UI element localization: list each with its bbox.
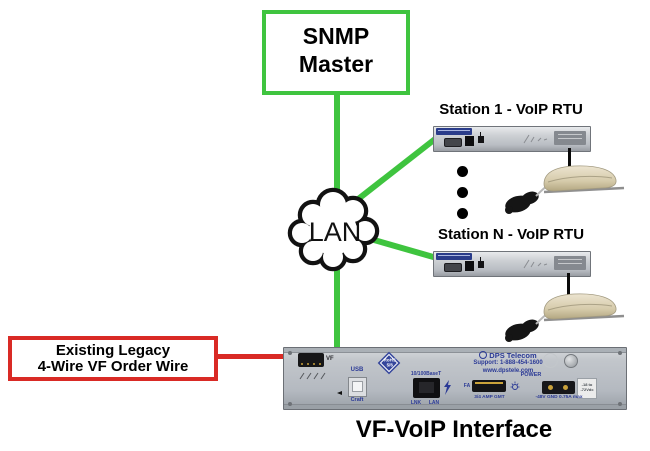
screw-icon bbox=[288, 402, 292, 406]
indicator-ring-icon bbox=[543, 353, 558, 368]
snmp-master-line2: Master bbox=[298, 51, 374, 77]
dps-branding: DPS Telecom Support: 1-888-454-1600 www.… bbox=[452, 351, 564, 375]
station1-phone-cord bbox=[568, 148, 571, 171]
interface-title: VF-VoIP Interface bbox=[355, 416, 553, 443]
ellipsis-dot-icon bbox=[457, 208, 468, 219]
power-rating: -48V GND 0.75A max bbox=[535, 395, 583, 400]
station1-telephone-handset-icon bbox=[505, 165, 625, 214]
panel-bottom-edge bbox=[284, 404, 626, 409]
stationN-telephone-handset-icon bbox=[505, 293, 625, 342]
station1-rtu-device bbox=[433, 126, 591, 152]
fuse-holder bbox=[472, 380, 506, 392]
screw-icon bbox=[618, 351, 622, 355]
rtu-logo-script-icon bbox=[523, 134, 548, 144]
rtu-logo-script-icon bbox=[523, 259, 548, 269]
voltage-line2: -72Vdc bbox=[580, 387, 594, 392]
vf-terminal-block bbox=[298, 353, 324, 367]
ethernet-rj45-port bbox=[413, 378, 440, 398]
link-lan-to-interface bbox=[334, 260, 340, 348]
stationN-phone-cord bbox=[567, 273, 570, 297]
lan-port-label: LAN bbox=[428, 400, 440, 406]
voltage-line1: -18 to bbox=[581, 382, 593, 387]
rj45-jack-icon bbox=[465, 261, 474, 271]
snmp-master-line1: SNMP bbox=[302, 23, 370, 49]
db9-connector-icon bbox=[444, 138, 462, 147]
rtu-brand-badge bbox=[436, 128, 472, 135]
screw-icon bbox=[288, 351, 292, 355]
ethernet-label: 10/100BaseT bbox=[410, 371, 442, 377]
link-legacy-to-interface bbox=[214, 354, 300, 359]
reset-button-icon bbox=[564, 354, 578, 368]
ellipsis-dot-icon bbox=[457, 187, 468, 198]
rtu-model-badge bbox=[554, 131, 586, 145]
support-text: Support: 1-888-454-1600 bbox=[473, 360, 543, 366]
screw-icon bbox=[618, 402, 622, 406]
vf-pinout-icon bbox=[299, 372, 326, 380]
legacy-line2: 4-Wire VF Order Wire bbox=[37, 358, 189, 375]
rtu-brand-badge bbox=[436, 253, 472, 260]
website-text: www.dpstele.com bbox=[482, 367, 534, 374]
rohs-line2: 5/6 bbox=[386, 362, 393, 368]
craft-arrow-icon bbox=[337, 391, 342, 395]
craft-label: Craft bbox=[350, 397, 364, 403]
rj45-jack-icon bbox=[465, 136, 474, 146]
dps-logo-icon bbox=[479, 351, 488, 359]
small-connector-icon bbox=[478, 257, 484, 268]
stationN-rtu-device bbox=[433, 251, 591, 277]
stationN-label: Station N - VoIP RTU bbox=[437, 226, 585, 243]
db9-connector-icon bbox=[444, 263, 462, 272]
legacy-orderwire-box: Existing Legacy 4-Wire VF Order Wire bbox=[8, 336, 218, 381]
power-connector bbox=[542, 381, 575, 394]
lnk-label: LNK bbox=[410, 400, 422, 406]
station1-label: Station 1 - VoIP RTU bbox=[439, 101, 583, 118]
lightning-icon bbox=[444, 380, 451, 395]
rohs-badge: RoHS 5/6 bbox=[377, 351, 401, 375]
fuse-rating: 3/4 AMP GMT bbox=[474, 395, 505, 400]
power-label: POWER bbox=[520, 372, 542, 378]
link-snmp-to-lan bbox=[334, 85, 340, 195]
lan-cloud-label: LAN bbox=[309, 217, 362, 247]
small-connector-icon bbox=[478, 132, 484, 143]
panel-top-edge bbox=[284, 348, 626, 353]
usb-craft-port bbox=[348, 377, 367, 397]
vf-port-label: VF bbox=[326, 356, 334, 362]
rtu-model-badge bbox=[554, 256, 586, 270]
usb-label: USB bbox=[350, 367, 364, 373]
snmp-master-box: SNMP Master bbox=[262, 10, 410, 95]
vf-voip-interface-device: VF USB Craft RoHS 5/6 10/100BaseT LNK LA… bbox=[283, 347, 627, 410]
ellipsis-dot-icon bbox=[457, 166, 468, 177]
voltage-range-box: -18 to -72Vdc bbox=[577, 378, 597, 399]
legacy-line1: Existing Legacy bbox=[55, 342, 171, 359]
fuse-label: FA bbox=[463, 383, 471, 389]
lan-cloud-icon: LAN bbox=[287, 187, 380, 272]
brand-text: DPS Telecom bbox=[489, 351, 537, 360]
lamp-icon bbox=[510, 381, 520, 390]
